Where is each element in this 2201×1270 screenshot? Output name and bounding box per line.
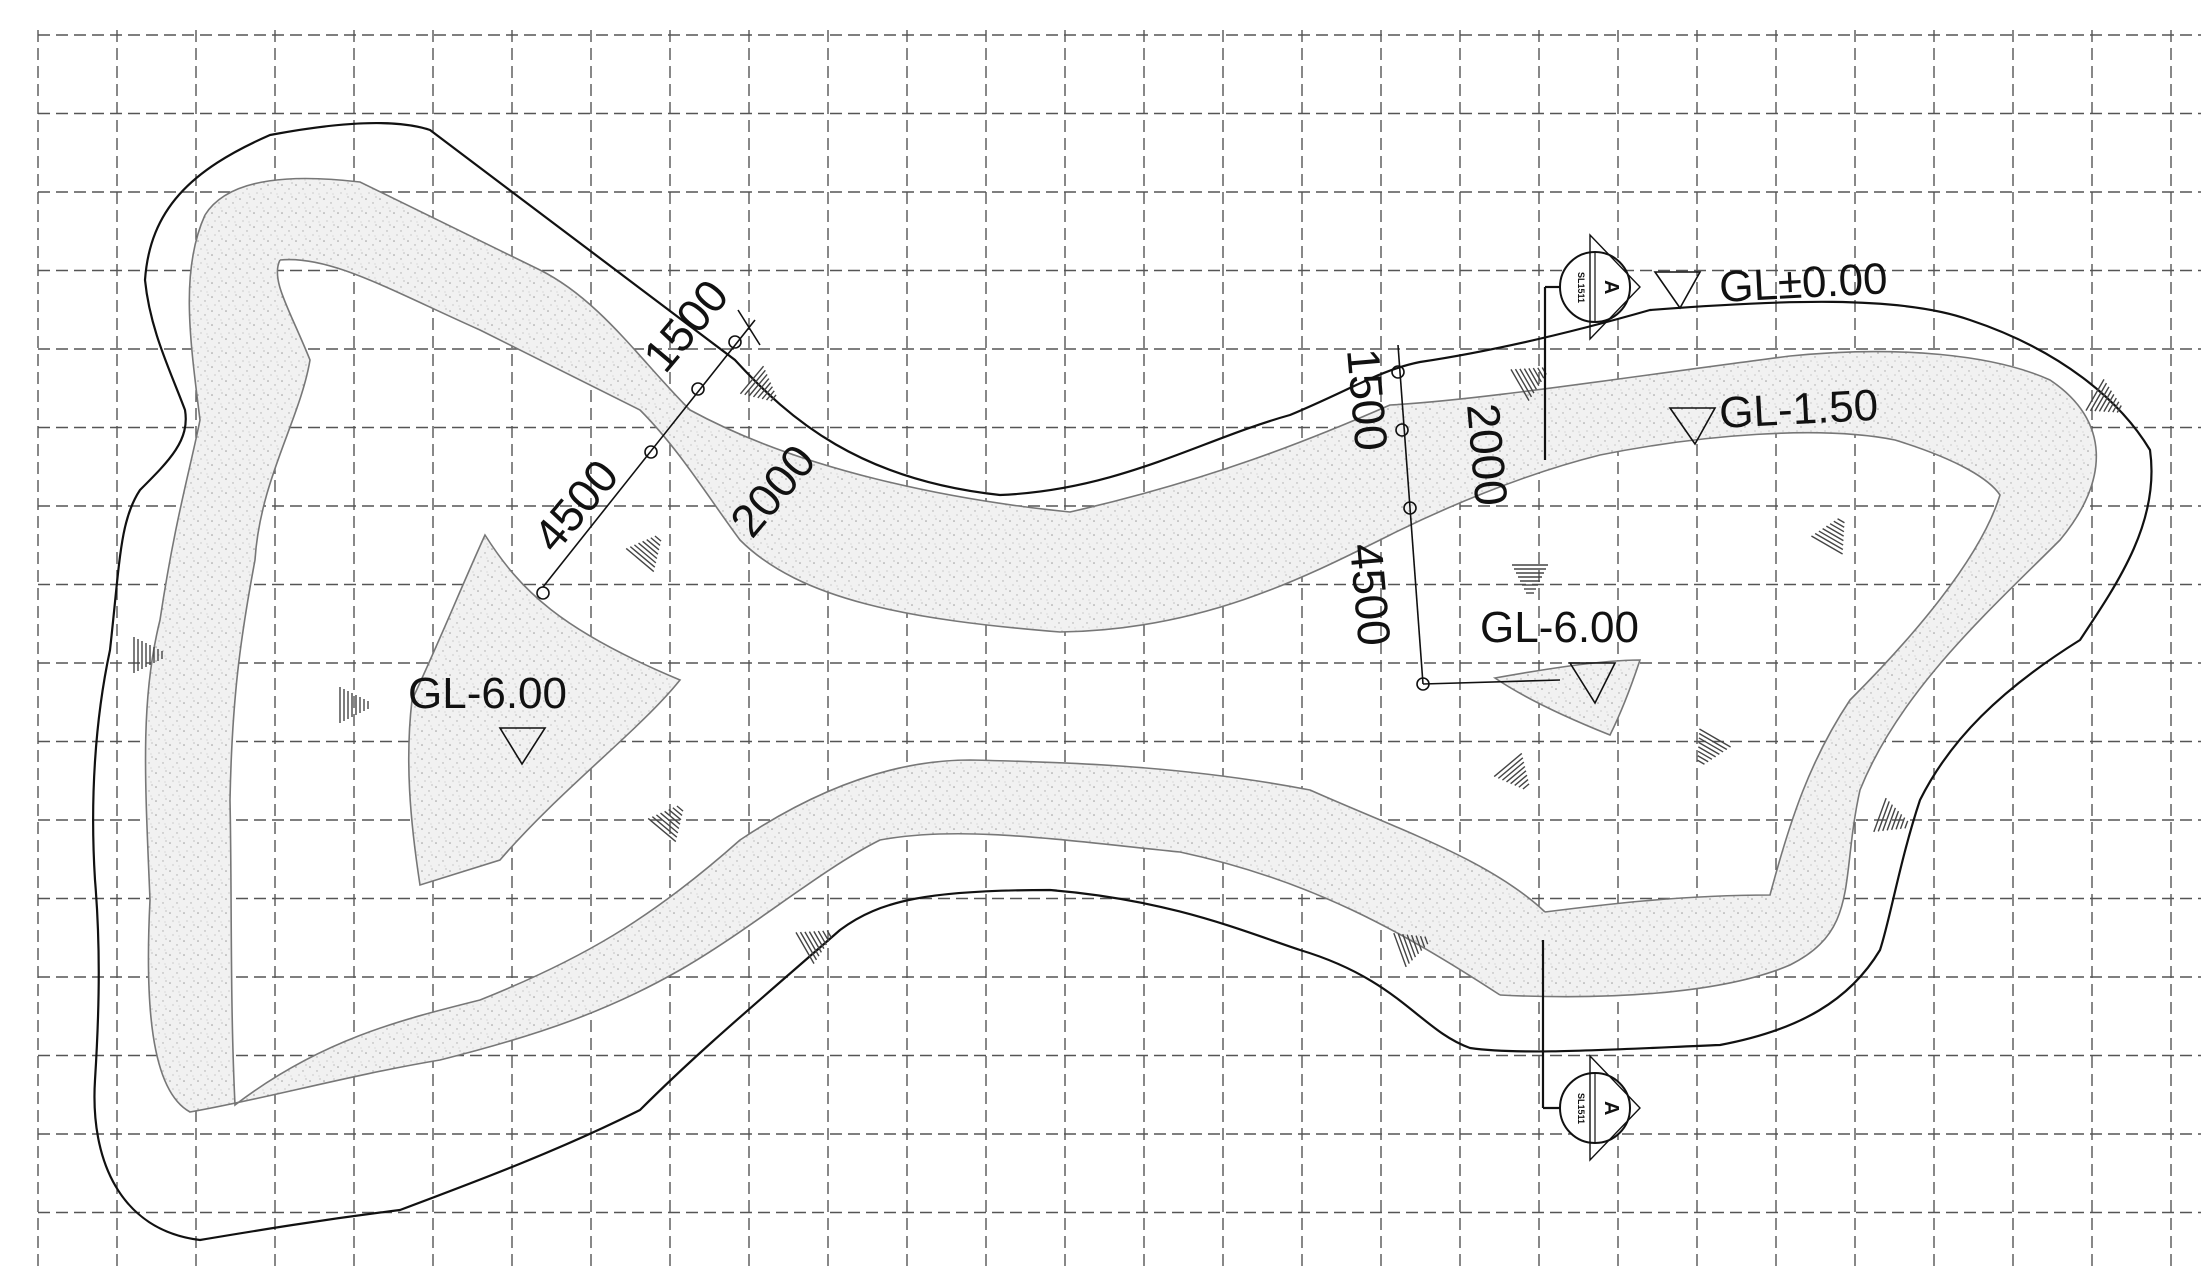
slope-hatch [647,805,684,843]
level-label-path: GL-1.50 [1718,381,1879,438]
slope-hatch [1873,797,1909,833]
left-dimension-line [536,309,761,600]
section-sheet-bottom: SL1511 [1576,1093,1586,1124]
slope-hatch [2085,379,2122,413]
slope-hatch [1493,752,1530,790]
slope-hatch [1697,728,1731,765]
slope-hatch-marks [133,365,2122,968]
section-letter-top: A [1600,280,1622,294]
section-sheet-top: SL1511 [1576,272,1586,303]
level-marker-basin-left: GL-6.00 [408,669,567,766]
section-marker-top: A SL1511 [1543,233,1641,460]
slope-hatch [1512,564,1548,594]
slope-hatch [1393,932,1429,968]
path-outer-edge-loop [144,214,1501,1113]
stippled-path-band [145,178,2097,1112]
section-letter-bottom: A [1600,1101,1622,1115]
dim-right-outer: 1500 [1337,346,1398,452]
level-marker-ground: GL±0.00 [1653,254,1889,312]
level-label-basin-left: GL-6.00 [408,669,567,718]
slope-hatch [625,535,662,573]
basin-right [1492,659,1642,737]
right-dimension-line [1391,344,1561,691]
level-marker-path: GL-1.50 [1668,381,1879,446]
slope-hatch [795,930,832,964]
section-marker-bottom: A SL1511 [1541,940,1641,1162]
level-label-basin-right: GL-6.00 [1480,603,1639,652]
path-inner-edge-loop [229,259,1546,1107]
slope-hatch [339,687,369,723]
dim-right-slope: 4500 [1340,541,1401,647]
basin-left [407,533,682,887]
slope-hatch [1510,367,1547,401]
level-marker-basin-right: GL-6.00 [1480,603,1639,705]
dashed-grid [37,30,2201,1270]
slope-hatch [739,365,777,402]
outer-boundary-line [92,121,2153,1242]
dim-right-path: 2000 [1457,401,1518,507]
slope-hatch [133,637,163,673]
path-inner-edge-upper [204,177,2098,998]
path-inner-edge-lower [279,258,2001,913]
slope-hatch [1811,518,1845,555]
level-label-ground: GL±0.00 [1718,254,1889,312]
